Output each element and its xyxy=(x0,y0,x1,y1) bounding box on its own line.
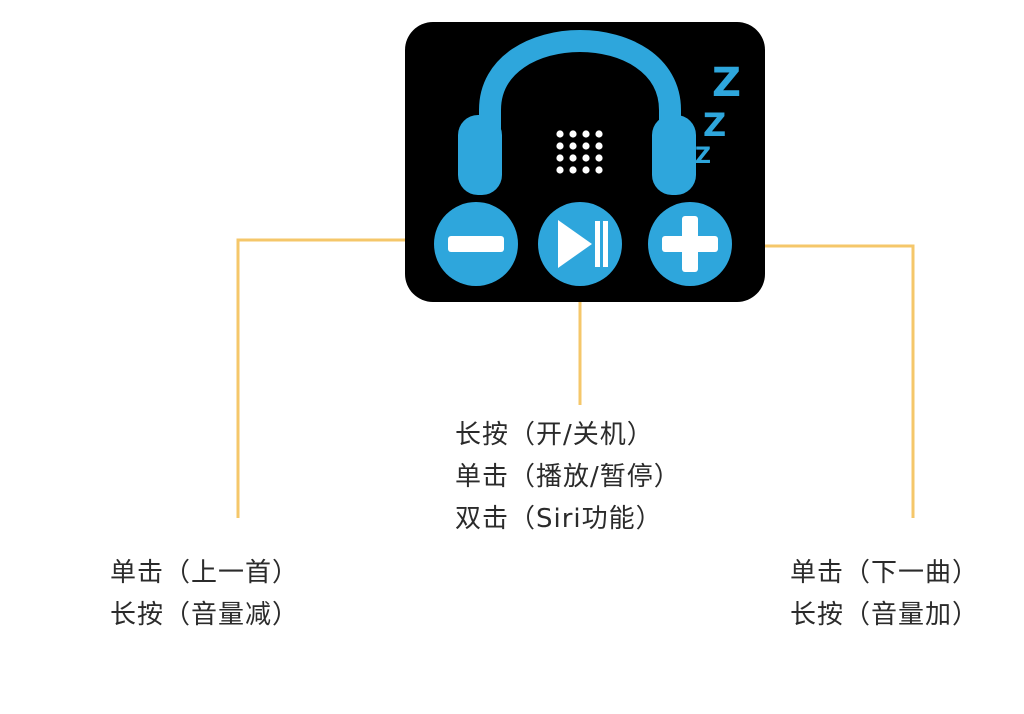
minus-button[interactable] xyxy=(434,202,518,286)
label-click-next: 单击（下一曲） xyxy=(790,558,980,588)
play-pause-icon xyxy=(558,220,608,268)
indicator-dot xyxy=(569,166,577,174)
sleep-letter-medium: Z xyxy=(703,106,726,144)
label-long-press-power: 长按（开/关机） xyxy=(455,420,654,450)
label-long-press-volume-up: 长按（音量加） xyxy=(790,600,980,630)
indicator-dot xyxy=(595,154,603,162)
sleep-letter-large: Z xyxy=(712,60,741,106)
indicator-dot xyxy=(569,154,577,162)
indicator-dot xyxy=(556,142,564,150)
play-pause-button[interactable] xyxy=(538,202,622,286)
label-long-press-volume-down: 长按（音量减） xyxy=(110,600,300,630)
label-click-play-pause: 单击（播放/暂停） xyxy=(455,462,681,492)
indicator-dot xyxy=(556,166,564,174)
center-button-labels: 长按（开/关机） 单击（播放/暂停） 双击（Siri功能） xyxy=(455,414,681,540)
sleep-letter-small: Z xyxy=(695,144,711,169)
label-double-click-siri: 双击（Siri功能） xyxy=(455,504,663,534)
indicator-dot xyxy=(556,154,564,162)
dot-grid-icon xyxy=(556,130,603,174)
indicator-dot xyxy=(569,130,577,138)
label-click-previous: 单击（上一首） xyxy=(110,558,300,588)
indicator-dot xyxy=(582,142,590,150)
indicator-dot xyxy=(582,130,590,138)
indicator-dot xyxy=(595,166,603,174)
callout-line-right xyxy=(752,244,915,518)
plus-button-labels: 单击（下一曲） 长按（音量加） xyxy=(790,552,979,636)
indicator-dot xyxy=(556,130,564,138)
indicator-dot xyxy=(582,154,590,162)
minus-button-labels: 单击（上一首） 长按（音量减） xyxy=(110,552,299,636)
indicator-dot xyxy=(595,130,603,138)
indicator-dot xyxy=(595,142,603,150)
plus-button[interactable] xyxy=(648,202,732,286)
callout-line-left xyxy=(236,238,420,518)
minus-icon xyxy=(448,236,504,252)
headphones-icon xyxy=(458,30,696,195)
indicator-dot xyxy=(582,166,590,174)
plus-icon xyxy=(662,216,718,272)
indicator-dot xyxy=(569,142,577,150)
sleep-zzz-icon: Z Z Z xyxy=(695,60,741,169)
